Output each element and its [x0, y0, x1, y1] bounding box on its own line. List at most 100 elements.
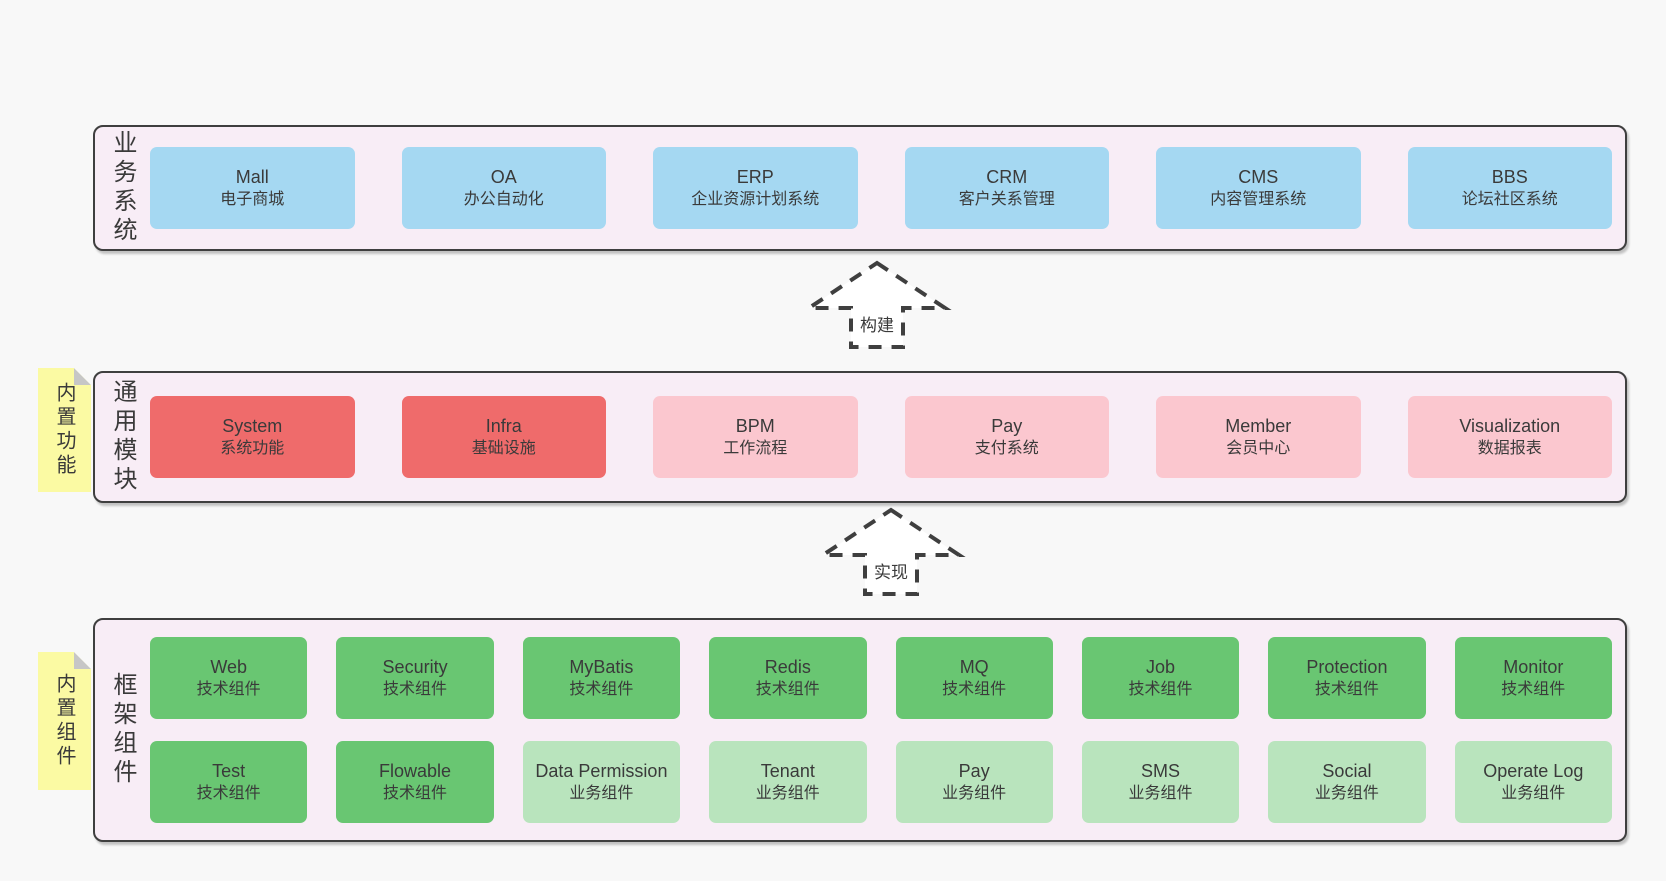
node-row: Mall 电子商城 OA 办公自动化 ERP 企业资源计划系统 CRM 客户关系… — [150, 147, 1612, 229]
implement-arrow-label: 实现 — [871, 557, 911, 584]
sticky-note-built-in-components: 内置组件 — [38, 652, 91, 790]
layer-common-modules: 通用模块 System 系统功能 Infra 基础设施 BPM 工作流程 Pay… — [93, 371, 1627, 503]
node-row: System 系统功能 Infra 基础设施 BPM 工作流程 Pay 支付系统… — [150, 396, 1612, 478]
node-subtitle: 基础设施 — [471, 440, 536, 458]
node-subtitle: 企业资源计划系统 — [691, 191, 820, 209]
node-title: Protection — [1306, 656, 1388, 677]
node-mall: Mall 电子商城 — [150, 147, 355, 229]
node-title: Monitor — [1503, 656, 1564, 677]
layer-label-common-modules: 通用模块 — [109, 379, 136, 495]
node-title: Data Permission — [535, 760, 668, 781]
node-title: Pay — [991, 415, 1023, 436]
node-subtitle: 电子商城 — [220, 191, 285, 209]
node-title: SMS — [1141, 760, 1181, 781]
node-subtitle: 技术组件 — [383, 681, 448, 699]
sticky-note-built-in-features: 内置功能 — [38, 368, 91, 492]
node-cms: CMS 内容管理系统 — [1156, 147, 1361, 229]
node-title: Web — [210, 656, 248, 677]
node-title: MQ — [959, 656, 989, 677]
node-title: Operate Log — [1483, 760, 1584, 781]
node-system: System 系统功能 — [150, 396, 355, 478]
dashed-up-arrow-icon — [816, 507, 966, 596]
node-subtitle: 技术组件 — [383, 785, 448, 803]
node-operate-log: Operate Log 业务组件 — [1454, 741, 1612, 823]
node-title: Mall — [235, 166, 269, 187]
node-subtitle: 技术组件 — [755, 681, 820, 699]
node-oa: OA 办公自动化 — [401, 147, 606, 229]
node-title: Flowable — [379, 760, 452, 781]
node-title: ERP — [736, 166, 774, 187]
node-data-permission: Data Permission 业务组件 — [522, 741, 681, 823]
node-subtitle: 支付系统 — [974, 440, 1039, 458]
node-row: Web 技术组件 Security 技术组件 MyBatis 技术组件 Redi… — [150, 637, 1612, 719]
node-title: MyBatis — [569, 656, 634, 677]
node-subtitle: 技术组件 — [1501, 681, 1566, 699]
node-subtitle: 办公自动化 — [463, 191, 544, 209]
layer-rows: System 系统功能 Infra 基础设施 BPM 工作流程 Pay 支付系统… — [150, 373, 1625, 501]
node-visualization: Visualization 数据报表 — [1407, 396, 1612, 478]
node-social: Social 业务组件 — [1268, 741, 1426, 823]
layer-rows: Mall 电子商城 OA 办公自动化 ERP 企业资源计划系统 CRM 客户关系… — [150, 127, 1625, 249]
node-pay: Pay 支付系统 — [904, 396, 1109, 478]
node-title: CMS — [1238, 166, 1279, 187]
node-mybatis: MyBatis 技术组件 — [522, 637, 681, 719]
node-title: Job — [1146, 656, 1176, 677]
node-bbs: BBS 论坛社区系统 — [1407, 147, 1612, 229]
node-tenant: Tenant 业务组件 — [709, 741, 867, 823]
layer-framework-components: 框架组件 Web 技术组件 Security 技术组件 MyBatis 技术组件… — [93, 618, 1627, 842]
node-row: Test 技术组件 Flowable 技术组件 Data Permission … — [150, 741, 1612, 823]
node-title: Infra — [485, 415, 522, 436]
node-pay: Pay 业务组件 — [895, 741, 1053, 823]
node-member: Member 会员中心 — [1156, 396, 1361, 478]
node-job: Job 技术组件 — [1081, 637, 1240, 719]
node-security: Security 技术组件 — [336, 637, 494, 719]
layer-rows: Web 技术组件 Security 技术组件 MyBatis 技术组件 Redi… — [150, 620, 1625, 840]
layer-label-business-systems: 业务系统 — [109, 130, 136, 246]
node-monitor: Monitor 技术组件 — [1454, 637, 1612, 719]
node-subtitle: 技术组件 — [1128, 681, 1193, 699]
node-subtitle: 技术组件 — [1314, 681, 1379, 699]
node-subtitle: 会员中心 — [1226, 440, 1291, 458]
node-title: BBS — [1491, 166, 1528, 187]
node-infra: Infra 基础设施 — [401, 396, 606, 478]
node-title: Visualization — [1459, 415, 1561, 436]
folded-corner-icon — [74, 652, 91, 669]
node-flowable: Flowable 技术组件 — [336, 741, 494, 823]
node-subtitle: 论坛社区系统 — [1461, 191, 1558, 209]
node-subtitle: 业务组件 — [1501, 785, 1566, 803]
layer-business-systems: 业务系统 Mall 电子商城 OA 办公自动化 ERP 企业资源计划系统 CRM… — [93, 125, 1627, 251]
node-test: Test 技术组件 — [150, 741, 308, 823]
node-mq: MQ 技术组件 — [895, 637, 1053, 719]
node-crm: CRM 客户关系管理 — [904, 147, 1109, 229]
node-subtitle: 业务组件 — [1128, 785, 1193, 803]
implement-arrow: 实现 — [816, 507, 966, 597]
node-title: Pay — [958, 760, 990, 781]
node-subtitle: 业务组件 — [942, 785, 1007, 803]
node-subtitle: 技术组件 — [942, 681, 1007, 699]
node-subtitle: 工作流程 — [723, 440, 788, 458]
build-arrow-label: 构建 — [857, 310, 897, 337]
node-title: Tenant — [760, 760, 815, 781]
node-subtitle: 系统功能 — [220, 440, 285, 458]
node-subtitle: 业务组件 — [1314, 785, 1379, 803]
node-web: Web 技术组件 — [150, 637, 308, 719]
node-sms: SMS 业务组件 — [1081, 741, 1240, 823]
node-subtitle: 内容管理系统 — [1210, 191, 1307, 209]
node-bpm: BPM 工作流程 — [653, 396, 858, 478]
node-title: Test — [212, 760, 246, 781]
node-title: CRM — [986, 166, 1028, 187]
node-subtitle: 技术组件 — [569, 681, 634, 699]
node-title: OA — [490, 166, 517, 187]
node-protection: Protection 技术组件 — [1268, 637, 1426, 719]
layer-label-framework-components: 框架组件 — [109, 672, 136, 788]
node-erp: ERP 企业资源计划系统 — [653, 147, 858, 229]
node-redis: Redis 技术组件 — [709, 637, 867, 719]
node-title: Redis — [764, 656, 811, 677]
node-subtitle: 业务组件 — [569, 785, 634, 803]
dashed-up-arrow-icon — [802, 260, 952, 349]
folded-corner-icon — [74, 368, 91, 385]
build-arrow: 构建 — [802, 260, 952, 350]
node-title: BPM — [735, 415, 775, 436]
node-subtitle: 技术组件 — [196, 681, 261, 699]
